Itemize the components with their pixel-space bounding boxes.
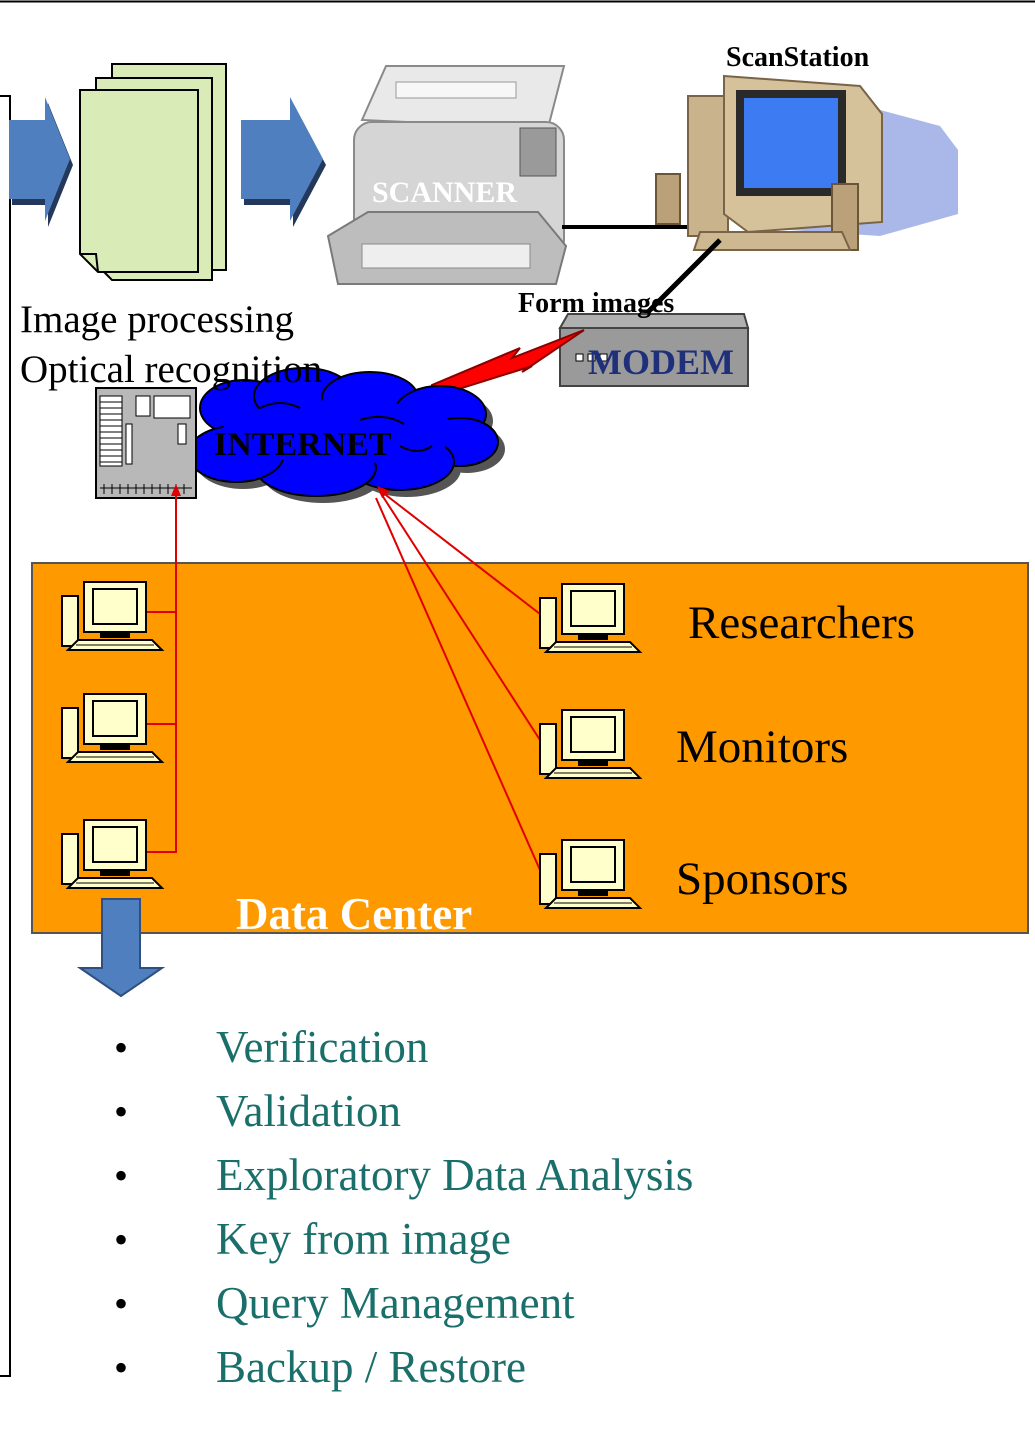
arrow-down-icon	[76, 898, 166, 998]
image-processing-label: Image processing	[20, 298, 294, 341]
task-label: Validation	[216, 1086, 401, 1136]
form-images-label: Form images	[518, 288, 675, 319]
list-item: •Validation	[114, 1086, 401, 1136]
list-item: •Backup / Restore	[114, 1342, 526, 1392]
computer-icon	[655, 74, 958, 251]
arrow-right-icon	[9, 97, 73, 227]
data-center-box	[31, 562, 1029, 934]
server-icon	[95, 387, 197, 499]
cloud-icon	[187, 367, 505, 503]
list-item: •Query Management	[114, 1278, 575, 1328]
document-stack-icon	[79, 63, 227, 281]
task-label: Verification	[216, 1022, 429, 1072]
left-bracket	[0, 95, 11, 1377]
scanner-icon	[326, 65, 568, 285]
role-monitors: Monitors	[676, 721, 849, 773]
task-label: Exploratory Data Analysis	[216, 1150, 694, 1200]
task-label: Query Management	[216, 1278, 575, 1328]
role-researchers: Researchers	[688, 597, 916, 649]
role-sponsors: Sponsors	[676, 853, 849, 905]
internet-label: INTERNET	[214, 426, 392, 463]
data-center-label: Data Center	[236, 889, 473, 939]
task-label: Backup / Restore	[216, 1342, 526, 1392]
optical-recognition-label: Optical recognition	[20, 348, 323, 391]
arrow-right-icon	[241, 97, 326, 227]
modem-cable	[634, 238, 722, 326]
task-list: •Verification •Validation •Exploratory D…	[110, 1015, 693, 1399]
scanstation-label: ScanStation	[726, 42, 870, 73]
modem-label: MODEM	[588, 342, 734, 382]
role-links	[375, 486, 541, 871]
list-item: •Exploratory Data Analysis	[114, 1150, 694, 1200]
scanner-label: SCANNER	[372, 176, 518, 209]
modem-icon	[558, 313, 750, 387]
server-links	[146, 484, 181, 853]
list-item: •Verification	[114, 1022, 429, 1072]
list-item: •Key from image	[114, 1214, 511, 1264]
task-label: Key from image	[216, 1214, 511, 1264]
